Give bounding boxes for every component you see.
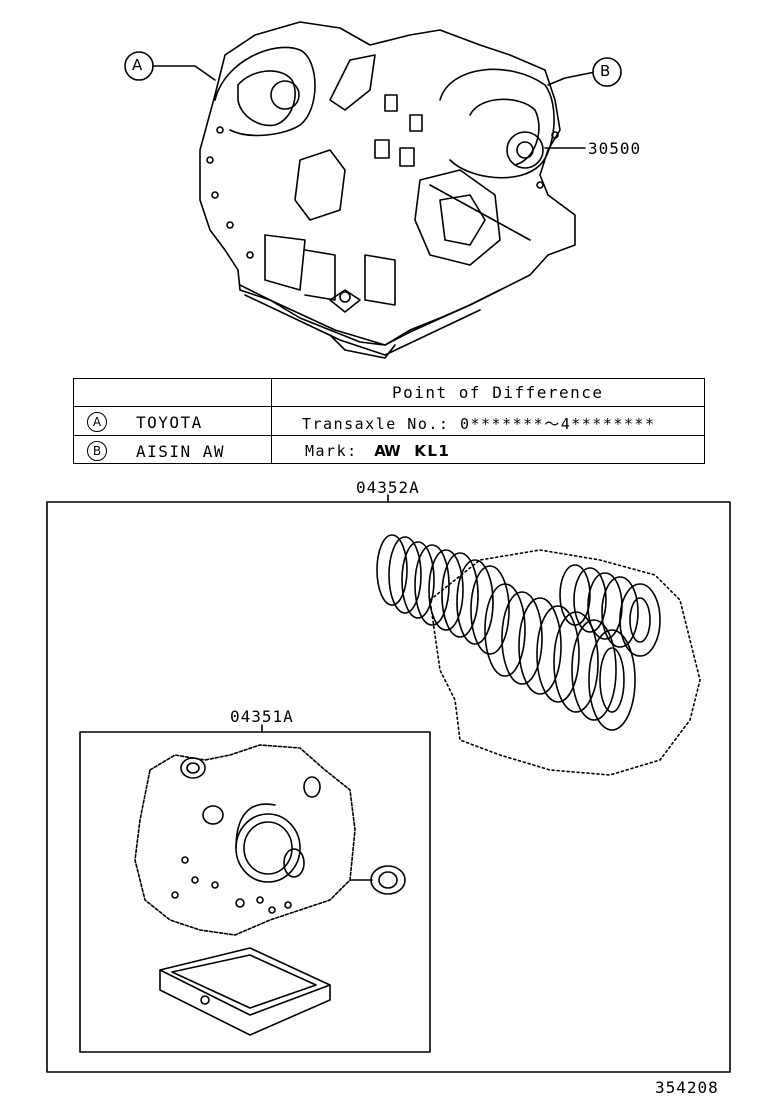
row-maker-toyota: TOYOTA (136, 413, 203, 432)
assembly-part-number: 30500 (588, 139, 642, 158)
table-header: Point of Difference (392, 383, 604, 402)
overhaul-kit-part-number: 04352A (356, 478, 420, 497)
row-marker-a: A (87, 412, 107, 432)
gasket-kit-part-number: 04351A (230, 707, 294, 726)
callout-b-circle (592, 57, 622, 87)
row-difference-mark: Mark: AW KL1 (305, 442, 450, 460)
table-row-divider (74, 435, 704, 436)
mark-prefix: Mark: (305, 442, 358, 460)
mark-suffix: KL1 (414, 442, 451, 460)
gasket-kit-frame (79, 731, 431, 1053)
row-marker-b: B (87, 441, 107, 461)
callout-a-label: A (132, 56, 144, 74)
callout-b-label: B (600, 62, 612, 80)
clutch-discs-drawing (376, 534, 701, 776)
transaxle-assembly-drawing (199, 21, 576, 359)
table-column-divider (271, 379, 272, 463)
callout-a-leader (152, 65, 216, 81)
table-row-divider (74, 406, 704, 407)
row-difference-transaxle: Transaxle No.: 0*******～4******** (302, 415, 656, 433)
gasket-kit-drawing (134, 744, 406, 1036)
overhaul-kit-frame (46, 501, 731, 1073)
callout-a-circle (124, 51, 154, 81)
illustration-number: 354208 (655, 1078, 719, 1097)
row-maker-aisin: AISIN AW (136, 442, 226, 461)
difference-table: Point of Difference A TOYOTA Transaxle N… (73, 378, 705, 464)
callout-b-leader (547, 71, 596, 86)
aisin-aw-logo: AW (374, 442, 401, 460)
